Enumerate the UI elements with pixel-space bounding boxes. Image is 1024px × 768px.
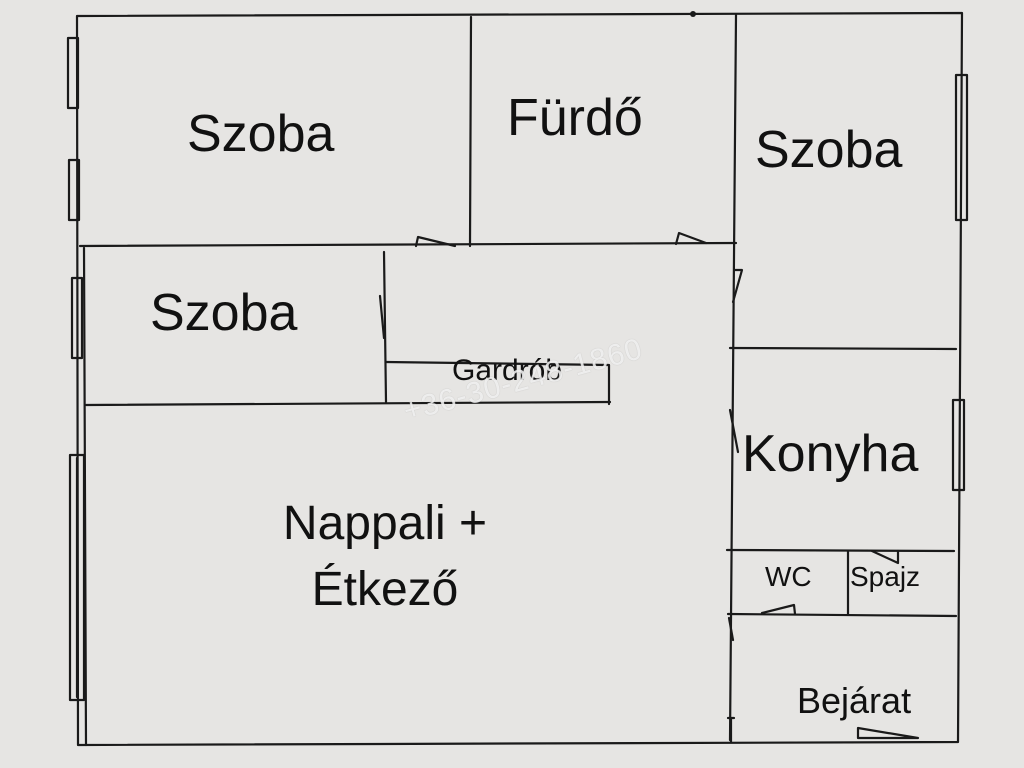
wall-top-divider-2 bbox=[728, 13, 738, 742]
wall-top-divider-1 bbox=[468, 15, 473, 248]
window bbox=[954, 73, 969, 222]
wall-horizontal-middle bbox=[84, 400, 612, 407]
wall-gardrob-left bbox=[382, 250, 388, 404]
door-swing bbox=[760, 603, 797, 616]
room-label-spajz: Spajz bbox=[850, 561, 921, 592]
room-label-furdo: Fürdő bbox=[507, 89, 643, 147]
door-swing bbox=[856, 726, 920, 740]
wall-horizontal-upper bbox=[78, 241, 738, 248]
wall-konyha-top bbox=[728, 346, 958, 351]
window bbox=[66, 36, 80, 110]
room-label-wc: WC bbox=[765, 561, 812, 592]
corner-mark bbox=[690, 11, 696, 17]
wall-konyha-bottom bbox=[725, 548, 956, 553]
window bbox=[68, 453, 86, 702]
room-label-szoba-1: Szoba bbox=[187, 105, 335, 163]
room-label-szoba-3: Szoba bbox=[150, 284, 298, 342]
room-label-bejarat: Bejárat bbox=[797, 680, 912, 721]
door-swing bbox=[731, 268, 744, 304]
window bbox=[67, 158, 81, 222]
door-swing bbox=[674, 231, 708, 246]
door-swing bbox=[414, 235, 457, 248]
room-label-etkezo: Étkező bbox=[311, 563, 459, 616]
door-swing bbox=[728, 408, 740, 454]
wall-wc-bottom bbox=[726, 612, 958, 618]
window bbox=[951, 398, 966, 492]
door-swing bbox=[378, 294, 386, 340]
door-swing bbox=[870, 549, 900, 565]
window bbox=[70, 276, 84, 360]
wall-gardrob-shelf bbox=[384, 360, 611, 406]
room-label-nappali: Nappali + bbox=[282, 497, 488, 550]
room-label-gardrob: Gardrób bbox=[452, 354, 563, 387]
room-label-konyha: Konyha bbox=[742, 425, 919, 483]
room-label-szoba-2: Szoba bbox=[755, 121, 903, 179]
door-jamb bbox=[727, 616, 735, 642]
